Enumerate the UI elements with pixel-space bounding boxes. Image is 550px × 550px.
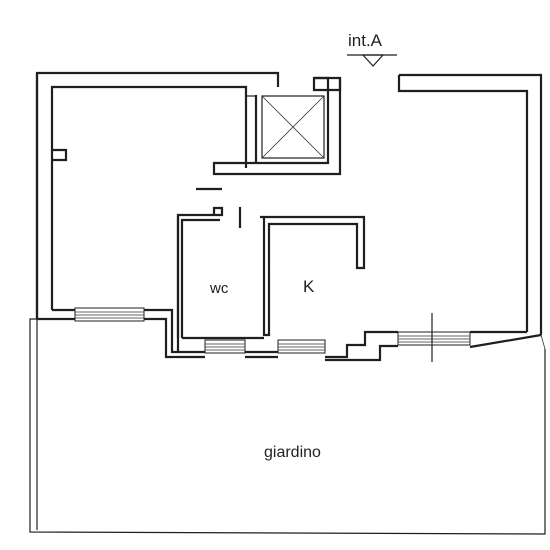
room-label-garden: giardino	[264, 444, 321, 461]
room-label-wc: wc	[209, 280, 229, 297]
entrance-arrow-icon	[347, 54, 397, 67]
window-living	[74, 307, 145, 322]
stair-core	[212, 76, 342, 176]
garden-boundary	[29, 318, 546, 535]
window-right	[397, 331, 471, 346]
window-wc	[204, 339, 246, 354]
interior-partitions	[176, 187, 366, 352]
window-kitchen	[277, 339, 326, 354]
room-label-kitchen: K	[303, 277, 315, 296]
apartment-walls	[35, 71, 543, 362]
entrance-label: int.A	[348, 31, 383, 50]
